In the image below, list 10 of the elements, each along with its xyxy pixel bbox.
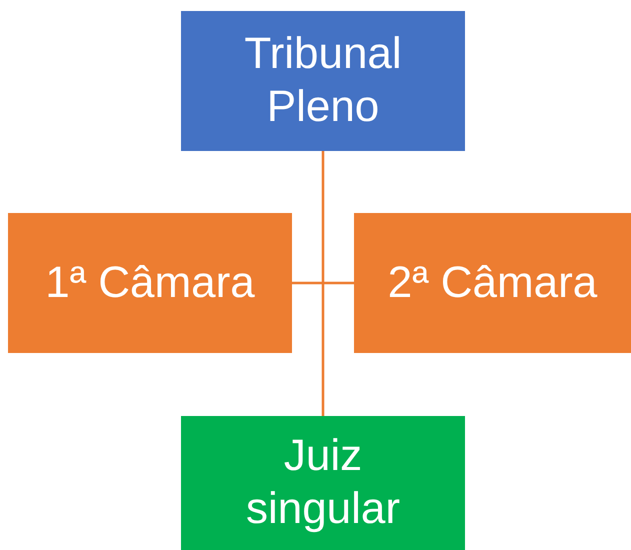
box-label: Tribunal Pleno [243, 28, 403, 133]
org-box [354, 213, 631, 353]
connector-line [322, 151, 324, 416]
connector-line [292, 282, 354, 284]
org-box [181, 11, 465, 151]
box-label: 1ª Câmara [45, 256, 255, 309]
org-box [8, 213, 292, 353]
org-box [181, 416, 465, 550]
box-label: 2ª Câmara [388, 256, 598, 309]
box-label: Juiz singular [244, 430, 402, 535]
